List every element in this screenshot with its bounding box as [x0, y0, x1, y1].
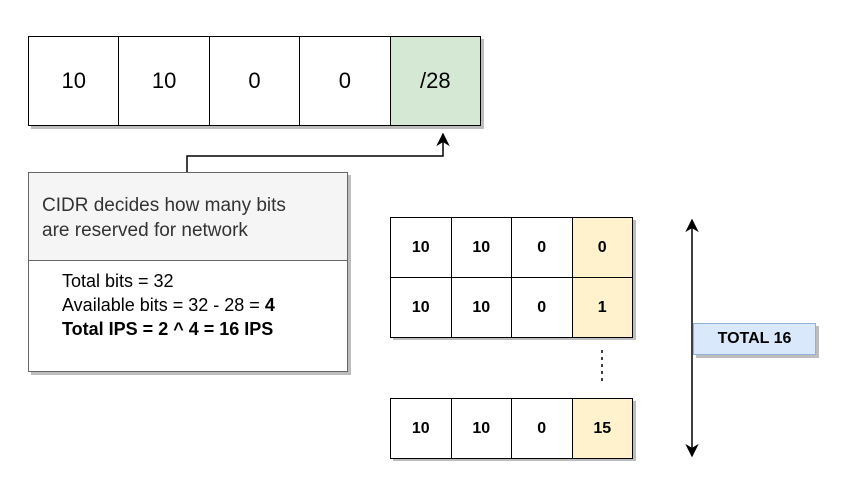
ip-octet: 10	[390, 277, 452, 338]
ip-host-octet: 1	[571, 277, 633, 338]
cidr-prefix: /28	[389, 36, 482, 126]
total-ips-label: TOTAL 16	[693, 323, 816, 355]
total-bits-line: Total bits = 32	[62, 271, 174, 291]
cidr-octet-2: 10	[118, 36, 210, 126]
ip-octet: 10	[390, 217, 452, 278]
cidr-octet-1: 10	[28, 36, 120, 126]
total-ips-line: Total IPS = 2 ^ 4 = 16 IPS	[62, 319, 274, 339]
available-bits-line: Available bits = 32 - 28 = 4	[62, 293, 347, 317]
note-body: Total bits = 32 Available bits = 32 - 28…	[29, 261, 347, 341]
cidr-explanation-note: CIDR decides how many bits are reserved …	[28, 172, 348, 372]
ip-octet: 10	[450, 277, 512, 338]
note-to-prefix-arrow	[186, 132, 450, 172]
available-bits-value: 4	[264, 295, 275, 315]
ip-octet: 10	[450, 217, 512, 278]
ip-host-octet: 15	[571, 398, 633, 459]
ip-octet: 10	[390, 398, 452, 459]
ip-octet: 0	[511, 398, 573, 459]
note-heading-line-1: CIDR decides how many bits	[42, 195, 286, 216]
ip-row-first: 10 10 0 0	[390, 217, 633, 278]
available-bits-text: Available bits = 32 - 28 =	[62, 295, 265, 315]
ip-host-octet: 0	[571, 217, 633, 278]
cidr-block: 10 10 0 0 /28	[28, 36, 482, 126]
ip-row-last: 10 10 0 15	[390, 398, 633, 459]
ip-octet: 0	[511, 277, 573, 338]
cidr-octet-4: 0	[299, 36, 391, 126]
ip-octet: 10	[450, 398, 512, 459]
note-heading: CIDR decides how many bits are reserved …	[29, 173, 347, 261]
note-heading-line-2: are reserved for network	[42, 220, 248, 241]
ip-row-second: 10 10 0 1	[390, 277, 633, 338]
ip-octet: 0	[511, 217, 573, 278]
